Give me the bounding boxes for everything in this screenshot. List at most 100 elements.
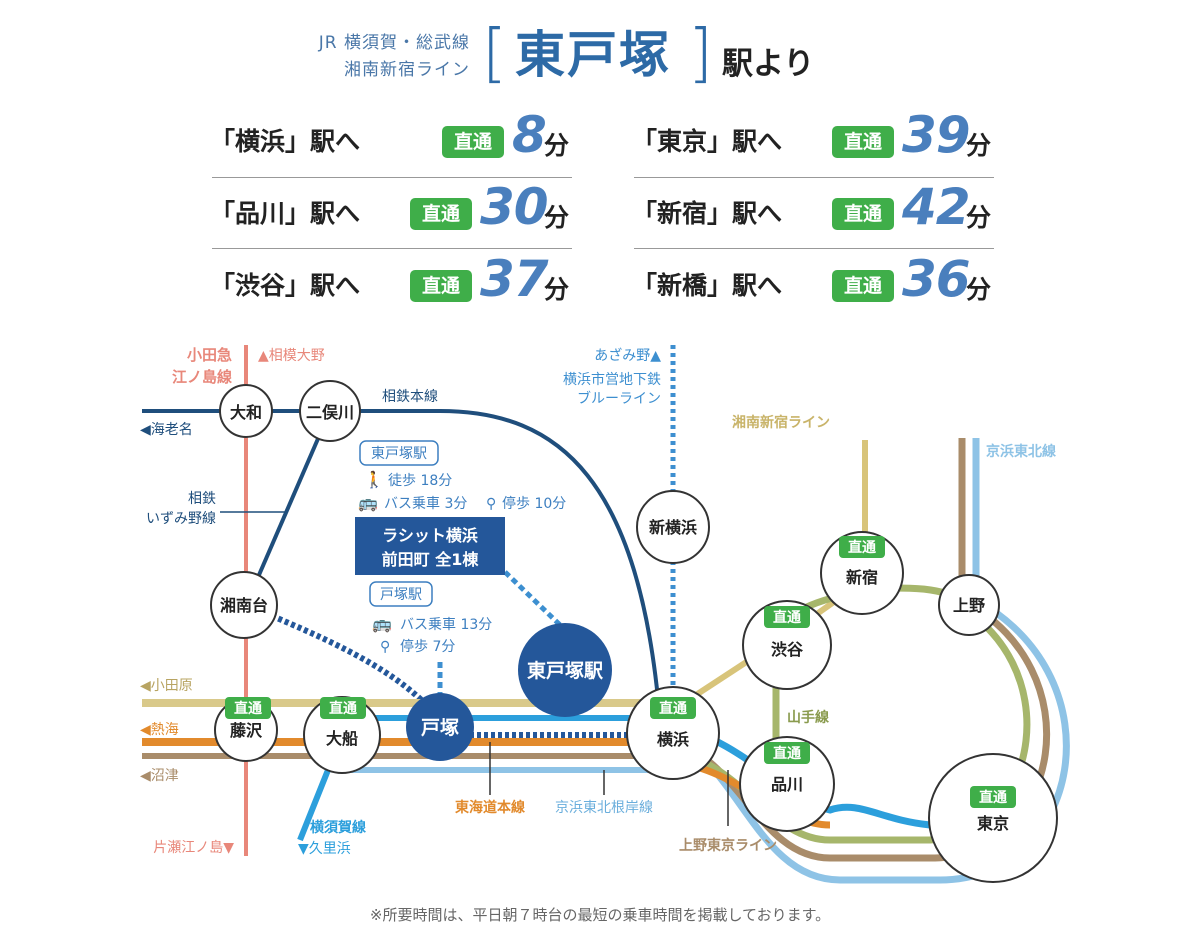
express-badge: 直通 xyxy=(832,198,894,230)
label-sotetsu-izumino-2: いずみ野線 xyxy=(146,511,216,527)
label-numazu: ◀沼津 xyxy=(140,768,179,784)
header-line-names: JR 横須賀・総武線 湘南新宿ライン xyxy=(270,30,470,84)
label-blue-line-1: 横浜市営地下鉄 xyxy=(563,371,661,388)
station-label-ofuna: 大船 xyxy=(326,729,358,748)
travel-row-shimbashi: 「新橋」駅へ 直通 36 分 xyxy=(632,250,994,316)
travel-unit: 分 xyxy=(966,275,992,304)
travel-row-shinagawa: 「品川」駅へ 直通 30 分 xyxy=(210,178,572,244)
property-name-1: ラシット横浜 xyxy=(382,526,478,545)
bus-stop-icon: ⚲ xyxy=(486,496,496,512)
walk-time: 徒歩 18分 xyxy=(388,473,452,489)
travel-minutes: 42 xyxy=(902,178,971,236)
express-badge: 直通 xyxy=(442,126,504,158)
station-label-shin-yokohama: 新横浜 xyxy=(649,518,697,537)
header-bracket-open: [ xyxy=(482,17,507,91)
express-badge: 直通 xyxy=(410,198,472,230)
property-name-2: 前田町 全1棟 xyxy=(382,550,480,569)
map-express-badge-ofuna: 直通 xyxy=(320,697,366,719)
header-line2: 湘南新宿ライン xyxy=(344,60,470,80)
map-express-badge-shibuya: 直通 xyxy=(764,606,810,628)
divider xyxy=(634,177,994,178)
travel-dest: 「新橋」駅へ xyxy=(632,271,783,300)
label-keihin-tohoku: 京浜東北線 xyxy=(986,443,1056,460)
label-atami: ◀熱海 xyxy=(140,722,179,738)
divider xyxy=(634,248,994,249)
bus2-walk-time: 停歩 7分 xyxy=(400,638,455,655)
travel-minutes: 36 xyxy=(902,250,971,308)
walk-icon: 🚶 xyxy=(364,470,384,489)
svg-text:東戸塚駅: 東戸塚駅 xyxy=(371,446,427,462)
divider xyxy=(212,177,572,178)
from-totsuka-tag xyxy=(369,581,433,607)
svg-text:直通: 直通 xyxy=(979,789,1007,806)
station-label-shibuya: 渋谷 xyxy=(771,640,804,659)
bus-time: バス乗車 3分 xyxy=(384,495,467,512)
bus2-time: バス乗車 13分 xyxy=(400,616,492,633)
travel-minutes: 30 xyxy=(480,178,549,236)
station-label-higashi-totsuka: 東戸塚駅 xyxy=(527,659,604,682)
station-shinagawa xyxy=(739,736,835,832)
station-ueno xyxy=(938,574,1000,636)
station-label-yamato: 大和 xyxy=(230,403,262,422)
travel-row-yokohama: 「横浜」駅へ 直通 8 分 xyxy=(210,106,572,172)
express-badge: 直通 xyxy=(832,126,894,158)
station-higashi-totsuka xyxy=(518,623,612,717)
label-azamino: あざみ野▲ xyxy=(594,347,661,364)
map-express-badge-yokohama: 直通 xyxy=(650,697,696,719)
label-yokosuka-line: 横須賀線 xyxy=(310,819,366,836)
label-sotetsu-main: 相鉄本線 xyxy=(382,389,438,405)
travel-dest: 「品川」駅へ xyxy=(210,199,361,228)
svg-text:直通: 直通 xyxy=(848,539,876,556)
label-yamanote: 山手線 xyxy=(787,709,829,726)
express-badge: 直通 xyxy=(410,270,472,302)
header-suffix: 駅より xyxy=(722,46,815,82)
station-totsuka xyxy=(406,693,474,761)
footnote: ※所要時間は、平日朝７時台の最短の乗車時間を掲載しております。 xyxy=(369,906,831,924)
property-info: 東戸塚駅 🚶 徒歩 18分 🚌 バス乗車 3分 ⚲ 停歩 10分 ラシット横浜 … xyxy=(355,440,566,655)
travel-dest: 「渋谷」駅へ xyxy=(210,271,361,300)
label-keihin-negishi: 京浜東北根岸線 xyxy=(555,800,653,816)
travel-minutes: 39 xyxy=(902,106,971,164)
travel-dest: 「横浜」駅へ xyxy=(210,127,361,156)
station-label-ueno: 上野 xyxy=(953,596,985,615)
svg-text:戸塚駅: 戸塚駅 xyxy=(380,587,422,603)
station-shonandai xyxy=(210,571,278,639)
station-label-fujisawa: 藤沢 xyxy=(230,721,263,740)
station-yamato xyxy=(219,384,273,438)
svg-text:直通: 直通 xyxy=(329,700,357,717)
label-blue-line-2: ブルーライン xyxy=(577,390,661,407)
header-line1: JR 横須賀・総武線 xyxy=(318,33,470,53)
travel-row-tokyo: 「東京」駅へ 直通 39 分 xyxy=(632,106,994,172)
property-name-box xyxy=(355,517,505,575)
sotetsu-izumino-line xyxy=(244,410,332,606)
shonan-shinjuku-line xyxy=(671,440,868,713)
travel-minutes: 8 xyxy=(512,106,547,164)
station-label-shinagawa: 品川 xyxy=(771,775,803,794)
label-tokaido: 東海道本線 xyxy=(455,799,525,816)
map-express-badge-tokyo: 直通 xyxy=(970,786,1016,808)
station-tokyo xyxy=(928,753,1058,883)
station-label-totsuka: 戸塚 xyxy=(421,717,459,739)
map-express-badge-shinjuku: 直通 xyxy=(839,536,885,558)
label-ebina: ◀海老名 xyxy=(140,422,193,438)
label-sagami-ono: ▲相模大野 xyxy=(258,348,325,364)
label-odakyu-2: 江ノ島線 xyxy=(172,368,232,386)
travel-dest: 「新宿」駅へ xyxy=(632,199,783,228)
station-shin-yokohama xyxy=(636,490,710,564)
station-label-yokohama: 横浜 xyxy=(657,730,689,749)
header-bracket-close: ] xyxy=(688,17,713,91)
travel-unit: 分 xyxy=(544,131,570,160)
map-express-badge-shinagawa: 直通 xyxy=(764,742,810,764)
label-kurihama: ▼久里浜 xyxy=(298,841,351,857)
station-label-futamatagawa: 二俣川 xyxy=(306,403,354,422)
station-futamatagawa xyxy=(299,380,361,442)
station-label-shinjuku: 新宿 xyxy=(846,568,878,587)
svg-text:直通: 直通 xyxy=(773,745,801,762)
label-odakyu-1: 小田急 xyxy=(187,346,232,364)
travel-row-shinjuku: 「新宿」駅へ 直通 42 分 xyxy=(632,178,994,244)
sotetsu-main-line xyxy=(142,409,662,721)
label-odawara: ◀小田原 xyxy=(140,678,193,694)
from-higashi-totsuka-tag xyxy=(359,440,439,466)
travel-unit: 分 xyxy=(544,203,570,232)
header-station: 東戸塚 xyxy=(515,26,671,84)
